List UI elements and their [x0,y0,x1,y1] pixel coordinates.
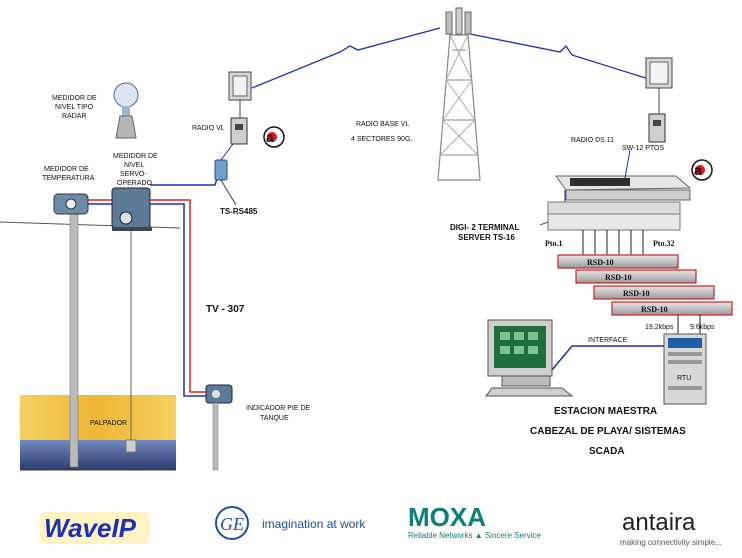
palpador-label: PALPADOR [90,420,127,427]
temperature-label-1: MEDIDOR DE [44,166,89,173]
antenna-tower-icon [437,7,481,181]
alert-a-icon: a [263,126,285,148]
estacion-maestra-label: ESTACION MAESTRA [554,406,657,417]
baud-rate-2: 9.6kbps [690,324,715,331]
scada-label: SCADA [589,446,625,457]
svg-text:a: a [694,162,702,178]
radio-ds11-panel-icon [645,57,673,143]
temperature-label-2: TEMPERATURA [42,175,95,182]
storage-tank [0,221,181,471]
servo-level-gauge [111,187,152,453]
baud-rate-1: 19.2kbps [645,324,674,331]
radio-ds11-label: RADIO DS.11 [571,137,614,144]
antaira-logo: antaira making connectivity simple... [620,509,722,547]
radar-label-3: RADAR [62,113,87,120]
rsd-label-1: RSD-10 [587,258,614,267]
svg-text:MOXA: MOXA [408,502,486,532]
radar-label-1: MEDIDOR DE [52,95,97,102]
svg-text:antaira: antaira [622,509,696,536]
rtu-icon [663,315,707,405]
svg-text:GE: GE [220,514,244,534]
digi-label-2: SERVER TS-16 [458,233,515,242]
tv-307-label: TV - 307 [206,304,245,315]
rsd-10-stack [557,254,733,316]
radio-panel-icon [228,71,252,145]
cabezal-label: CABEZAL DE PLAYA/ SISTEMAS [530,426,686,437]
radio-link-right [469,33,653,81]
interface-label: INTERFACE [588,337,628,344]
tank-foot-label-1: INDICADOR PIE DE [246,405,311,412]
radar-label-2: NIVEL TIPO [55,104,94,111]
svg-text:a: a [266,129,274,145]
tank-foot-indicator [205,384,233,471]
rsd-label-4: RSD-10 [641,305,668,314]
port-1-label: Pto.1 [545,239,563,248]
digi-label-1: DIGI- 2 TERMINAL [450,223,519,232]
tank-foot-label-2: TANQUE [260,415,289,422]
rtu-label: RTU [677,375,691,382]
switch-ports-label: SW-12 PTOS [622,145,664,152]
network-switch-icon [555,149,692,218]
ts-rs485-converter [214,139,237,206]
radio-vl-label: RADIO VL [192,125,225,132]
svg-text:Reliable Networks ▲ Sincere Se: Reliable Networks ▲ Sincere Service [408,531,541,540]
ts-rs485-label: TS-RS485 [220,207,258,216]
ge-logo: GE imagination at work [215,506,366,540]
rsd-label-3: RSD-10 [623,289,650,298]
radio-base-label-1: RADIO BASE VL [356,121,409,128]
servo-label-1: MEDIDOR DE [113,153,158,160]
svg-text:imagination at work: imagination at work [262,517,366,531]
interface-link [551,345,664,371]
temperature-probe [53,193,89,468]
radio-link-left [251,27,441,89]
servo-label-4: OPERADO [117,180,153,187]
svg-text:making connectivity simple...: making connectivity simple... [620,538,722,547]
serial-port-drops [582,230,644,256]
radar-level-gauge [113,82,139,139]
svg-text:WaveIP: WaveIP [44,513,137,543]
port-32-label: Pto.32 [653,239,675,248]
rsd-label-2: RSD-10 [605,273,632,282]
alert-a-icon-right: a [691,159,713,181]
field-wiring [88,174,219,397]
servo-label-2: NIVEL [124,162,144,169]
monitor-icon [485,319,574,397]
terminal-server-stack [539,201,681,231]
moxa-logo: MOXA Reliable Networks ▲ Sincere Service [408,502,541,540]
servo-label-3: SERVO- [120,171,147,178]
waveip-logo: WaveIP [40,512,150,544]
radio-base-label-2: 4 SECTORES 90G. [351,136,412,143]
